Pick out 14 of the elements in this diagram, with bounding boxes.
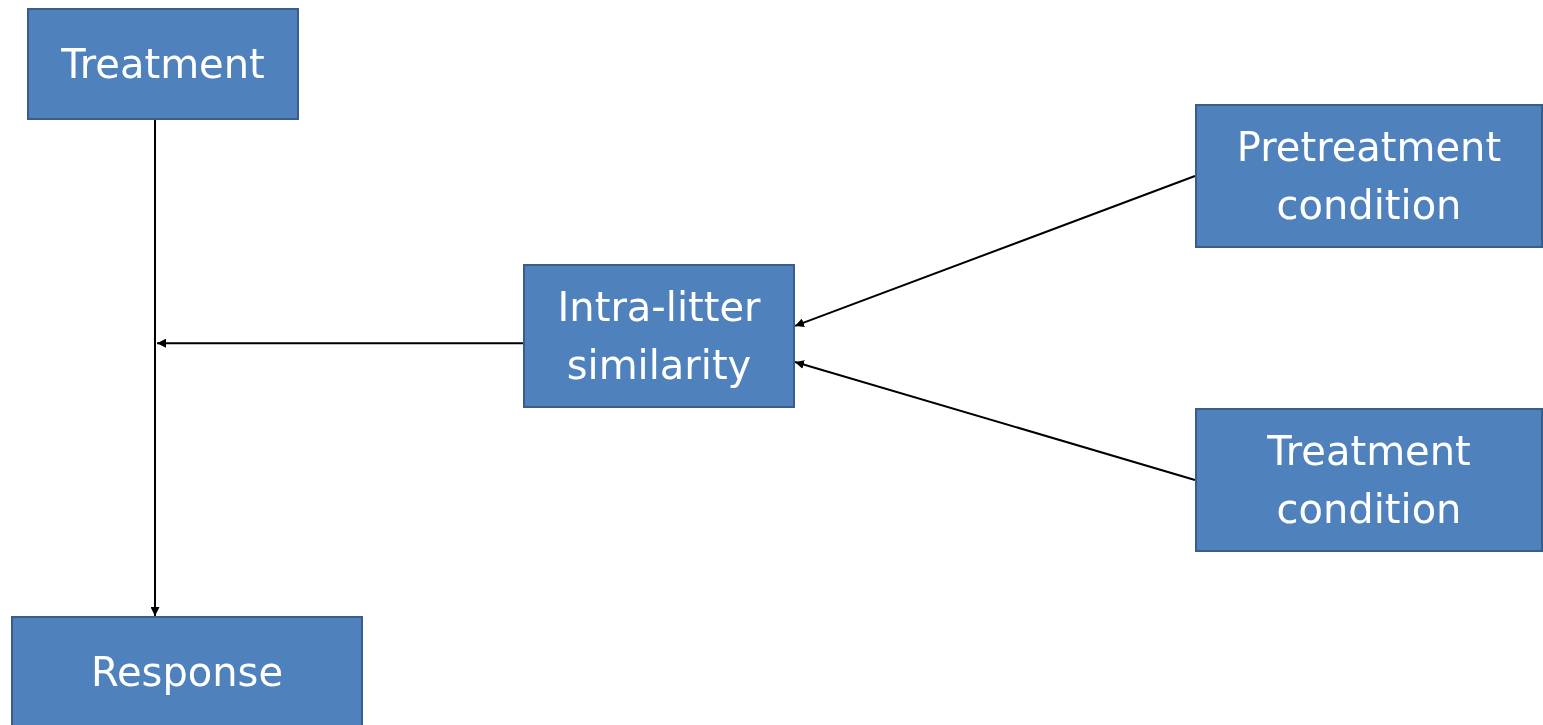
box-label: Response — [89, 648, 285, 697]
box-label: Pretreatment condition — [1235, 123, 1503, 230]
process-box — [523, 264, 795, 408]
arrow — [150, 119, 160, 617]
box-label: Treatment — [60, 40, 266, 89]
process-box — [1195, 104, 1543, 248]
box-label: Intra-litter similarity — [556, 283, 762, 390]
process-box — [1195, 408, 1543, 552]
arrow — [156, 338, 524, 348]
box-label: Treatment condition — [1266, 427, 1472, 534]
arrow — [794, 360, 1196, 481]
arrow — [794, 175, 1196, 327]
process-box — [11, 616, 363, 725]
process-box — [27, 8, 299, 120]
